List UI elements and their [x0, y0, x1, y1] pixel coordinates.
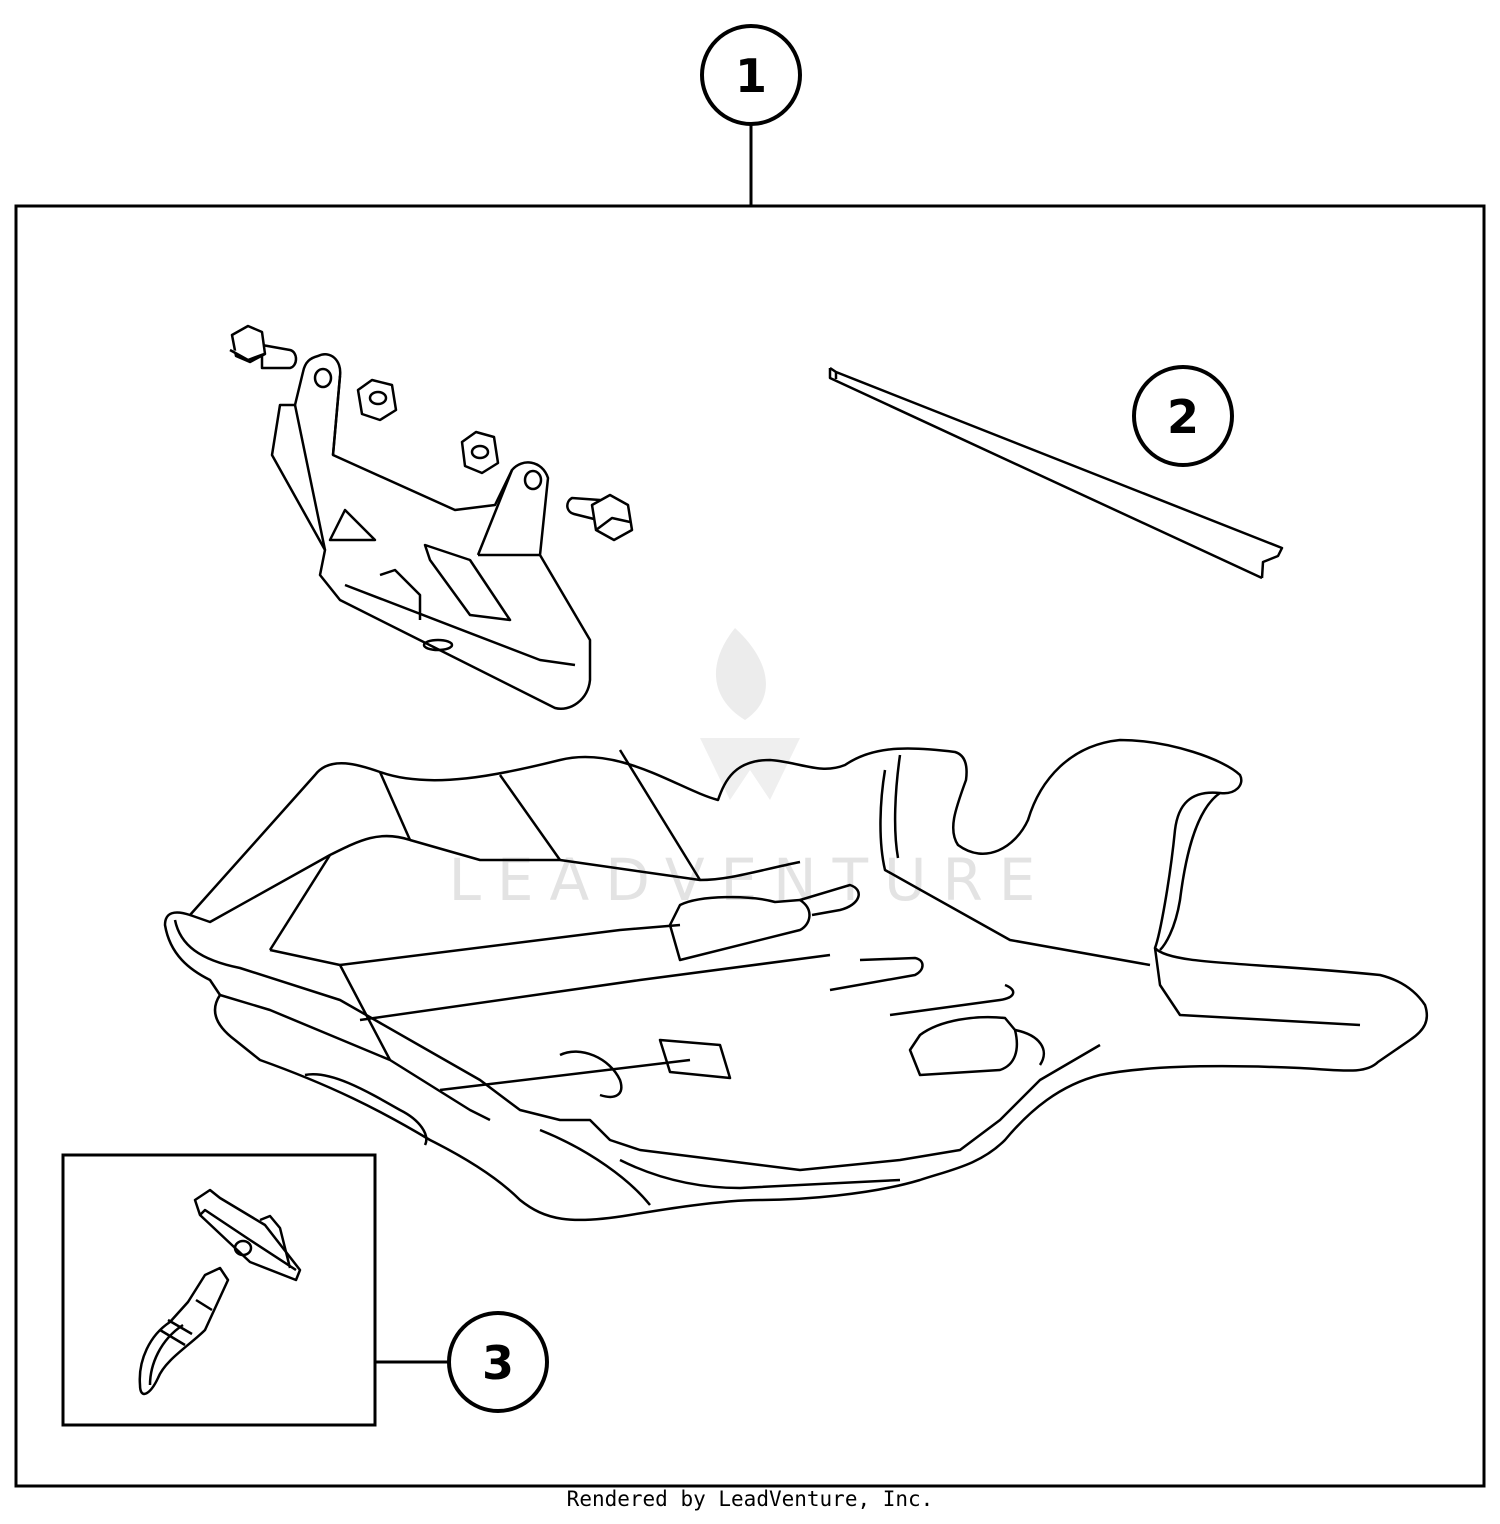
trim-strip: [828, 366, 1284, 580]
callout-2[interactable]: 2: [1132, 365, 1234, 467]
footer-credit: Rendered by LeadVenture, Inc.: [566, 1487, 934, 1511]
callout-1-circle: [700, 24, 802, 126]
subkit-pin: [138, 1266, 230, 1396]
bolt-top-left: [229, 324, 298, 370]
watermark: LEADVENTURE: [449, 628, 1052, 914]
subkit-clip: [193, 1188, 302, 1282]
callout-3-circle: [447, 1311, 549, 1413]
watermark-mark-icon: [700, 738, 800, 800]
callout-3[interactable]: 3: [375, 1311, 549, 1413]
callout-3-label: 3: [482, 1336, 514, 1390]
nut-upper: [356, 378, 398, 422]
callout-2-label: 2: [1167, 390, 1199, 444]
callout-1[interactable]: 1: [700, 24, 802, 206]
bolt-right: [566, 493, 634, 542]
callout-1-label: 1: [735, 49, 767, 103]
hardware-subkit: [138, 1188, 302, 1396]
nut-lower: [460, 430, 500, 475]
mounting-bracket: [270, 353, 592, 711]
subkit-frame: [61, 1153, 377, 1427]
skid-plate: [163, 738, 1429, 1222]
watermark-flame-icon: [715, 628, 766, 720]
callout-2-circle: [1132, 365, 1234, 467]
watermark-text: LEADVENTURE: [449, 846, 1052, 914]
